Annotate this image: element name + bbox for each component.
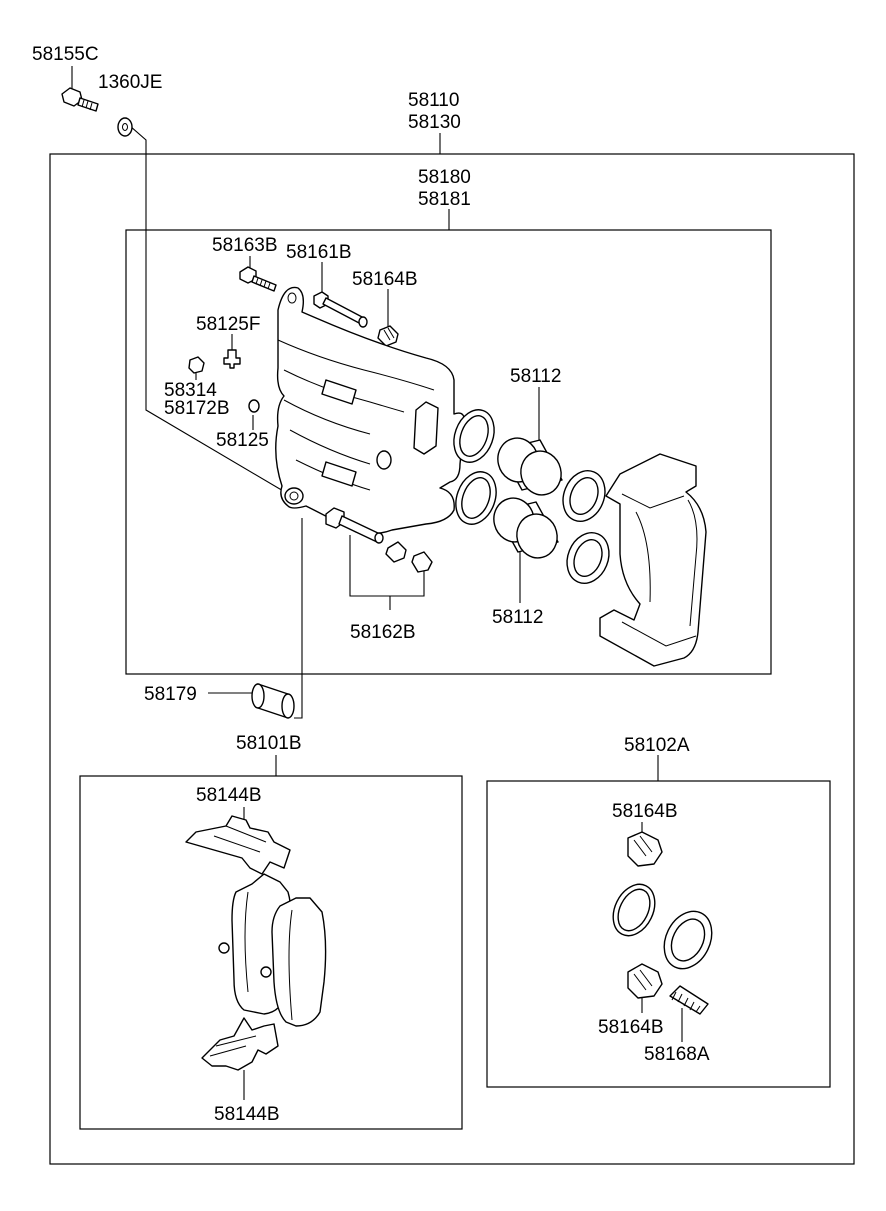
dust-seal-icon bbox=[562, 470, 606, 522]
lower-guide-pin-icon bbox=[325, 507, 384, 544]
part-label: 58181 bbox=[418, 189, 471, 210]
piston-icon bbox=[497, 437, 563, 496]
part-label: 58125 bbox=[216, 430, 269, 451]
lower-boot-icon bbox=[385, 541, 407, 563]
bleeder-screw-icon bbox=[223, 349, 241, 369]
dust-seal-icon bbox=[566, 532, 610, 584]
part-labels: 58155C 1360JE 58110 58130 58180 58181 58… bbox=[32, 44, 710, 1125]
part-label: 58180 bbox=[418, 167, 471, 188]
guide-pin-icon bbox=[313, 291, 368, 328]
bleeder-small-icon bbox=[248, 399, 260, 413]
lower-sleeve-icon bbox=[411, 551, 433, 573]
caliper-housing-icon bbox=[275, 286, 465, 535]
part-label: 58144B bbox=[214, 1104, 280, 1125]
kit-boot-icon bbox=[627, 831, 663, 867]
guide-bolt-icon bbox=[239, 266, 277, 292]
part-label: 58112 bbox=[492, 607, 543, 628]
part-label: 58161B bbox=[286, 242, 352, 263]
piston-seal-icon bbox=[453, 409, 495, 463]
bleeder-cap-icon bbox=[188, 356, 205, 374]
bushing-icon bbox=[251, 683, 295, 719]
seal-kit-frame bbox=[486, 780, 831, 1088]
pad-kit-frame bbox=[79, 775, 463, 1130]
part-label: 58164B bbox=[612, 801, 678, 822]
caliper-bracket-icon bbox=[599, 453, 707, 667]
assembly-frame bbox=[49, 153, 855, 1165]
part-label: 58144B bbox=[196, 785, 262, 806]
part-label: 58101B bbox=[236, 733, 302, 754]
part-label: 1360JE bbox=[98, 72, 162, 93]
part-label: 58314 bbox=[164, 380, 217, 401]
part-label: 58130 bbox=[408, 112, 461, 133]
kit-dust-seal-icon bbox=[663, 910, 713, 970]
piston-seal-icon bbox=[455, 471, 497, 525]
bolt-icon bbox=[61, 87, 99, 112]
part-label: 58110 bbox=[408, 90, 459, 111]
piston-icon bbox=[493, 497, 559, 559]
brake-pad-icon bbox=[260, 897, 327, 1027]
part-label: 58112 bbox=[510, 366, 561, 387]
kit-sleeve-icon bbox=[669, 985, 709, 1015]
part-label: 58164B bbox=[598, 1017, 664, 1038]
washer-icon bbox=[117, 117, 133, 137]
part-label: 58155C bbox=[32, 44, 99, 65]
part-label: 58172B bbox=[164, 398, 230, 419]
kit-boot-icon bbox=[627, 963, 663, 999]
part-label: 58163B bbox=[212, 235, 278, 256]
anti-squeal-shim-icon bbox=[185, 815, 291, 875]
part-label: 58179 bbox=[144, 684, 197, 705]
dust-boot-icon bbox=[377, 325, 399, 347]
part-label: 58125F bbox=[196, 314, 260, 335]
leader-lines bbox=[71, 66, 683, 1100]
part-label: 58102A bbox=[624, 735, 690, 756]
kit-seal-icon bbox=[612, 883, 656, 937]
part-label: 58168A bbox=[644, 1044, 710, 1065]
part-label: 58162B bbox=[350, 622, 416, 643]
anti-squeal-shim-icon bbox=[201, 1017, 279, 1071]
part-label: 58164B bbox=[352, 269, 418, 290]
